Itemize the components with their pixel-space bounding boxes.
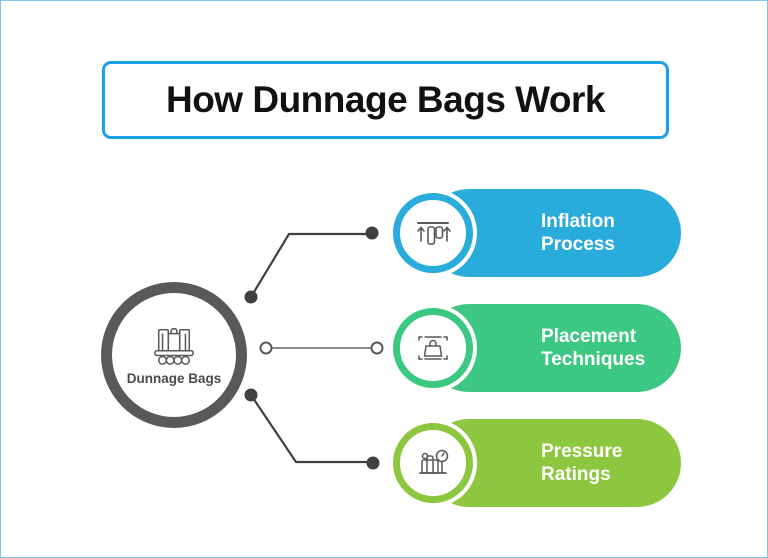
step-badge-placement[interactable] <box>393 308 473 388</box>
bag-placement-icon <box>418 336 448 360</box>
connector-pressure-path <box>249 393 372 464</box>
step-label-pressure-line2: Ratings <box>541 464 611 485</box>
step-label-inflation-line2: Process <box>541 234 615 255</box>
hub-label: Dunnage Bags <box>126 370 222 386</box>
step-badge-inflation[interactable] <box>393 193 473 273</box>
connector-pressure-end-dot <box>366 456 380 470</box>
connector-inflation-end-dot <box>365 226 379 240</box>
page-title: How Dunnage Bags Work <box>165 79 606 120</box>
inflation-arrows-icon <box>417 222 451 245</box>
hub-node-dunnage-bags[interactable]: Dunnage Bags <box>101 282 247 428</box>
step-badge-pressure[interactable] <box>393 423 473 503</box>
connector-placement-end-dot <box>370 341 384 355</box>
connector-inflation-start-dot <box>244 290 258 304</box>
luggage-cart-icon <box>154 327 194 365</box>
connector-inflation-path <box>249 232 372 299</box>
pressure-gauge-bag-icon <box>419 449 449 474</box>
step-label-pressure-line1: Pressure <box>541 440 623 462</box>
connector-placement-start-dot <box>259 341 273 355</box>
title-box: How Dunnage Bags Work <box>102 61 669 139</box>
connector-pressure-start-dot <box>244 388 258 402</box>
step-label-placement-line1: Placement <box>541 325 637 347</box>
step-label-placement-line2: Techniques <box>541 349 646 370</box>
step-label-inflation-line1: Inflation <box>541 210 615 232</box>
